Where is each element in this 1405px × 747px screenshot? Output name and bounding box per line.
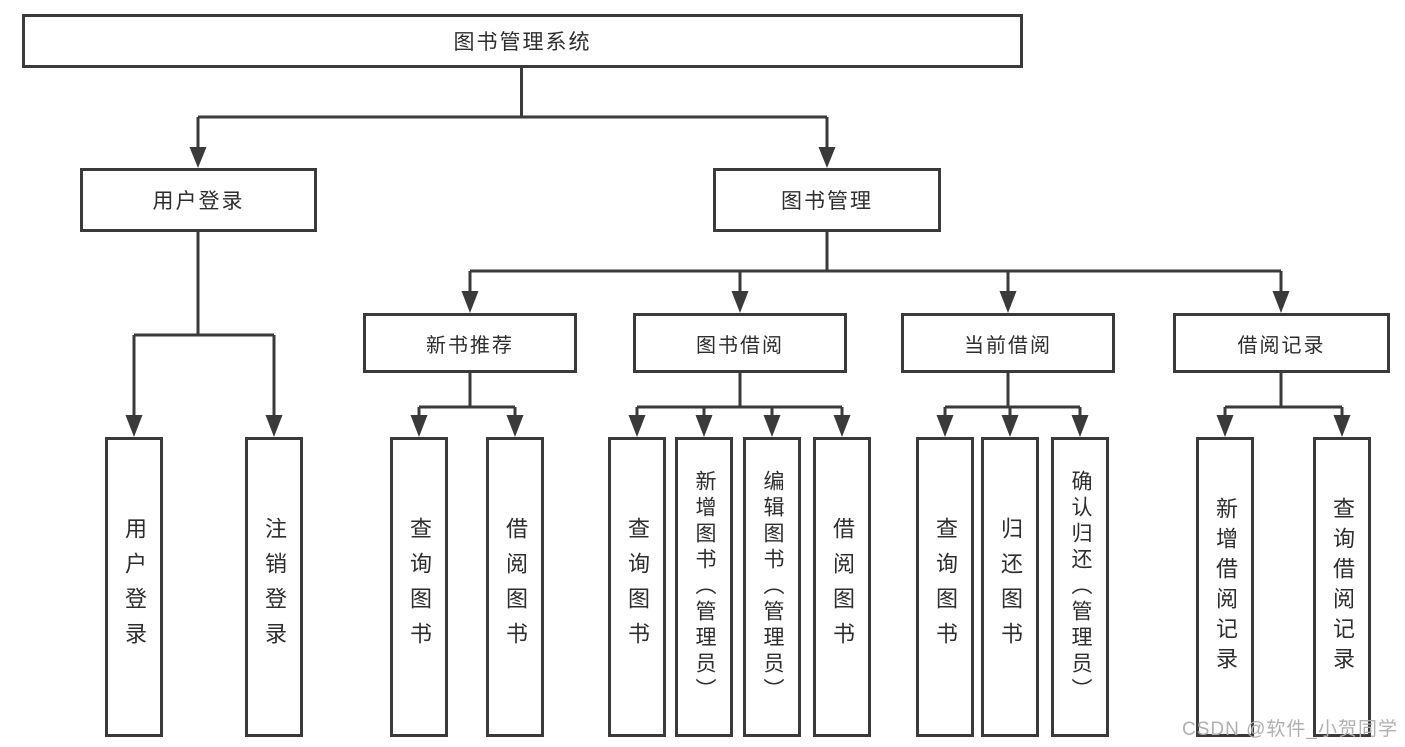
leaf-edit-book-admin: 编辑图书（管理员） xyxy=(743,437,801,737)
leaf-borrow-books-recommend: 借阅图书 xyxy=(486,437,544,737)
leaf-query-books-recommend: 查询图书 xyxy=(390,437,448,737)
node-root-library-system: 图书管理系统 xyxy=(22,14,1023,68)
leaf-query-books-current: 查询图书 xyxy=(916,437,974,737)
leaf-query-books-borrow: 查询图书 xyxy=(608,437,666,737)
node-new-book-recommend: 新书推荐 xyxy=(363,313,577,373)
node-book-borrow: 图书借阅 xyxy=(633,313,847,373)
node-user-login: 用户登录 xyxy=(80,168,317,232)
watermark: CSDN @软件_小贺同学 xyxy=(1182,719,1398,740)
leaf-return-book: 归还图书 xyxy=(981,437,1039,737)
leaf-borrow-books-borrow: 借阅图书 xyxy=(813,437,871,737)
node-borrow-records: 借阅记录 xyxy=(1173,313,1390,373)
leaf-query-borrow-record: 查询借阅记录 xyxy=(1313,437,1371,737)
leaf-user-login: 用户登录 xyxy=(105,437,163,737)
node-current-borrow: 当前借阅 xyxy=(901,313,1115,373)
leaf-logout-login: 注销登录 xyxy=(245,437,303,737)
leaf-confirm-return-admin: 确认归还（管理员） xyxy=(1051,437,1109,737)
leaf-add-book-admin: 新增图书（管理员） xyxy=(675,437,733,737)
node-book-management: 图书管理 xyxy=(713,168,941,232)
leaf-add-borrow-record: 新增借阅记录 xyxy=(1196,437,1254,737)
